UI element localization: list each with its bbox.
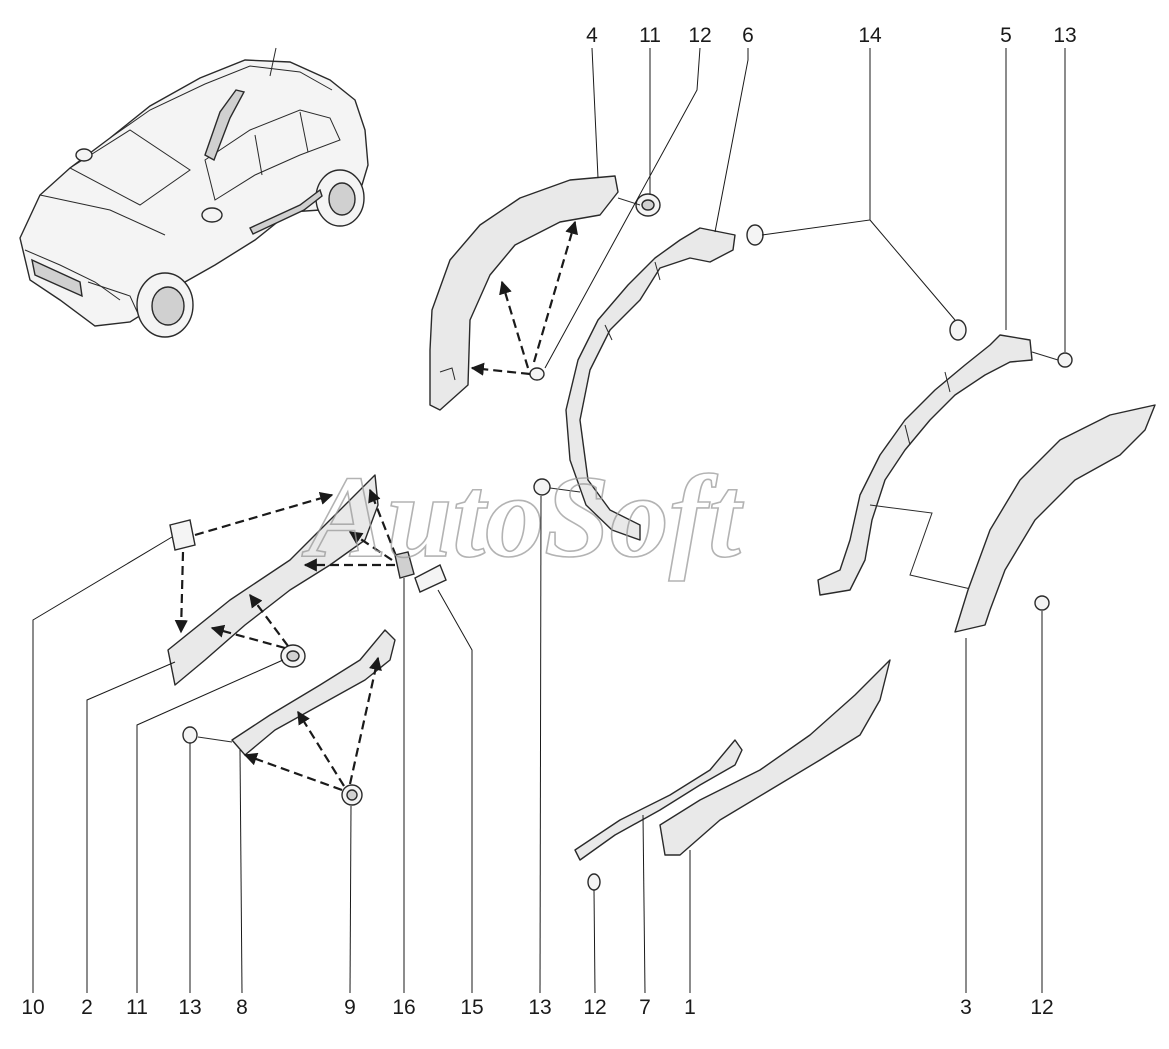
callout-15: 15 xyxy=(460,996,483,1019)
callout-13-top: 13 xyxy=(1053,24,1076,47)
callout-10: 10 xyxy=(21,996,44,1019)
part-1-sill-moulding xyxy=(659,659,891,856)
part-14-washer-2 xyxy=(949,319,967,341)
part-16-clip xyxy=(394,551,415,579)
callout-3: 3 xyxy=(960,996,972,1019)
part-3-rear-arch-extension xyxy=(954,404,1156,633)
watermark-text: AutoSoft xyxy=(301,451,744,582)
part-5-rear-arch-bracket xyxy=(817,334,1033,596)
part-10-clip-square xyxy=(169,519,196,551)
part-14-washer-1 xyxy=(746,224,764,246)
part-11-clip-bottom xyxy=(280,644,306,668)
part-6-arch-bracket xyxy=(565,227,736,541)
callout-12-top: 12 xyxy=(688,24,711,47)
callout-1: 1 xyxy=(684,996,696,1019)
callout-4: 4 xyxy=(586,24,598,47)
callout-16: 16 xyxy=(392,996,415,1019)
part-12-screw-top xyxy=(529,367,545,381)
part-8-moulding-bracket xyxy=(231,629,396,756)
part-15-clip xyxy=(414,564,447,593)
part-12-screw-bottom xyxy=(587,873,601,891)
callout-11-bottom: 11 xyxy=(126,996,148,1019)
callout-2: 2 xyxy=(81,996,93,1019)
callout-12-bottom: 12 xyxy=(583,996,606,1019)
callout-9: 9 xyxy=(344,996,356,1019)
part-4-wheel-arch-extension xyxy=(429,175,619,411)
callout-7: 7 xyxy=(639,996,651,1019)
leader-lines xyxy=(32,47,1066,994)
callout-8: 8 xyxy=(236,996,248,1019)
car-overview-illustration xyxy=(19,47,369,338)
bottom-callouts: 10 2 11 13 8 9 16 15 13 12 7 1 3 12 xyxy=(21,996,1053,1019)
part-13-screw-mid xyxy=(533,478,551,496)
part-13-screw-left xyxy=(182,726,198,744)
part-9-clip xyxy=(341,784,363,806)
callout-14: 14 xyxy=(858,24,882,47)
callout-13-mid: 13 xyxy=(528,996,551,1019)
callout-5: 5 xyxy=(1000,24,1012,47)
part-13-screw-right xyxy=(1057,352,1073,368)
callout-12-right: 12 xyxy=(1030,996,1053,1019)
part-11-clip-top xyxy=(635,193,661,217)
callout-13-left: 13 xyxy=(178,996,201,1019)
callout-11-top: 11 xyxy=(639,24,661,47)
part-7-sill-bracket xyxy=(574,739,743,861)
part-12-screw-right xyxy=(1034,595,1050,611)
top-callouts: 4 11 12 6 14 5 13 xyxy=(586,24,1077,47)
callout-6: 6 xyxy=(742,24,754,47)
